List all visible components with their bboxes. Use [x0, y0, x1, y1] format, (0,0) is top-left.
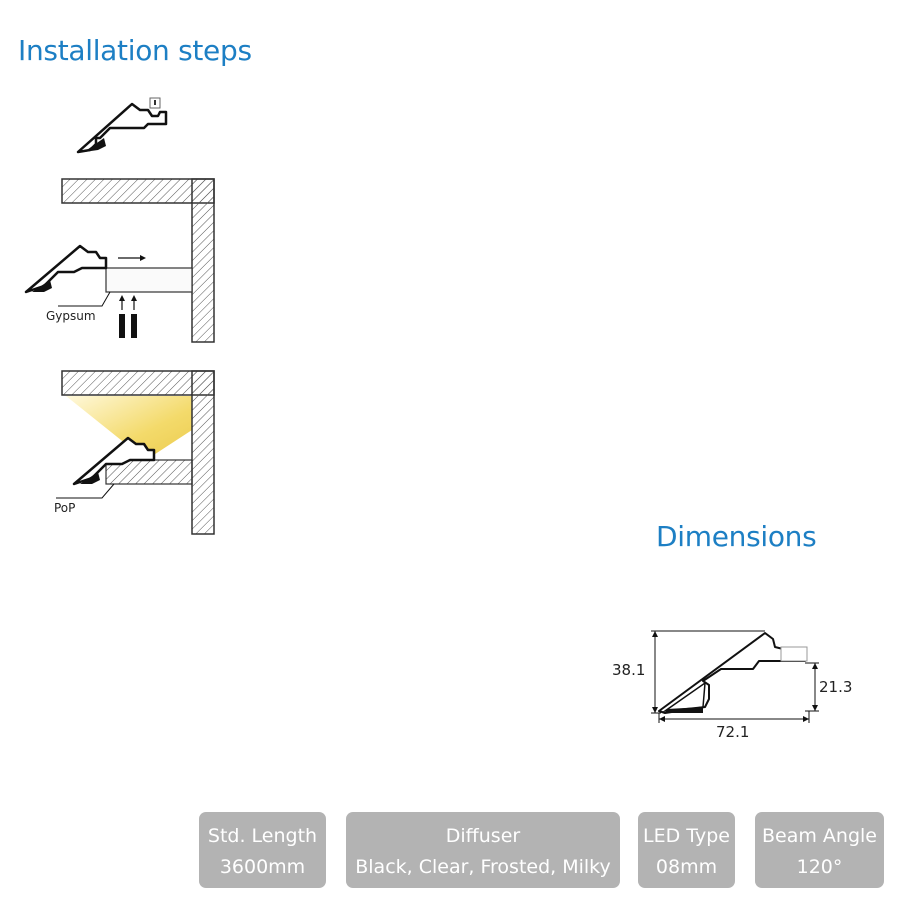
spec-led-type-label: LED Type: [643, 825, 730, 847]
spec-std-length-label: Std. Length: [207, 825, 318, 847]
spec-diffuser-value: Black, Clear, Frosted, Milky: [355, 856, 611, 878]
dimension-height-right: 21.3: [819, 678, 852, 696]
step1-profile-illustration: [76, 97, 168, 154]
spec-beam-angle: Beam Angle 120°: [755, 812, 884, 888]
spec-diffuser-label: Diffuser: [445, 825, 521, 847]
spec-diffuser: Diffuser Black, Clear, Frosted, Milky: [346, 812, 620, 888]
spec-beam-angle-value: 120°: [796, 856, 843, 878]
step2-gypsum-illustration: Gypsum: [24, 178, 215, 343]
spec-std-length-value: 3600mm: [219, 856, 306, 878]
dimension-width: 72.1: [716, 723, 749, 741]
step3-pop-illustration: PoP: [54, 370, 215, 535]
spec-led-type: LED Type 08mm: [638, 812, 735, 888]
installation-heading: Installation steps: [18, 34, 252, 67]
spec-beam-angle-label: Beam Angle: [762, 825, 877, 847]
pop-label: PoP: [54, 501, 75, 515]
spec-std-length: Std. Length 3600mm: [199, 812, 326, 888]
dimension-height-total: 38.1: [612, 661, 645, 679]
gypsum-label: Gypsum: [46, 309, 96, 323]
dimensions-heading: Dimensions: [656, 520, 817, 553]
spec-led-type-value: 08mm: [655, 856, 718, 878]
dimension-drawing: 38.1 21.3 72.1: [612, 630, 852, 741]
